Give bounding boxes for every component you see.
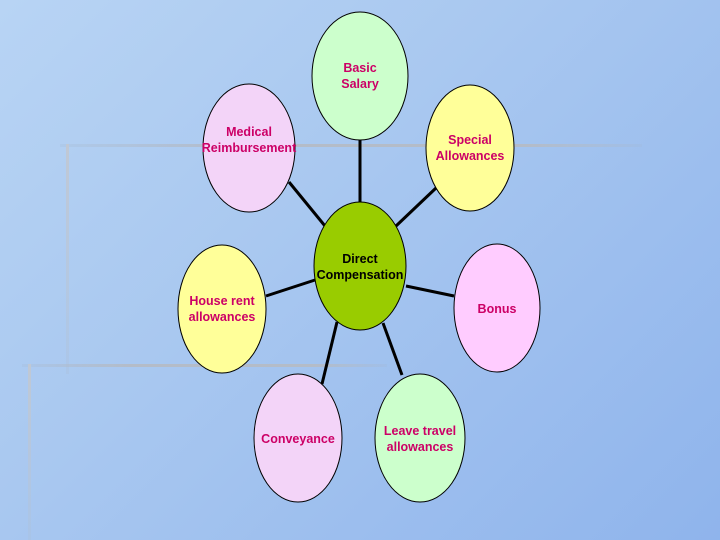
node-medical xyxy=(202,83,296,213)
node-leave-travel xyxy=(374,373,466,503)
node-basic-salary xyxy=(311,11,409,141)
node-label-bonus: Bonus xyxy=(477,302,517,316)
connector-bonus xyxy=(405,284,455,298)
connector-medical xyxy=(287,181,327,227)
node-house-rent xyxy=(177,244,267,374)
node-label-special-allowances: Special Allowances xyxy=(435,133,505,163)
decorative-line-top xyxy=(60,144,642,147)
decorative-line-left-bottom xyxy=(28,364,31,540)
connector-house-rent xyxy=(265,278,316,298)
node-label-medical: Medical Reimbursement xyxy=(201,125,297,155)
node-label-leave-travel: Leave travel allowances xyxy=(383,424,457,454)
node-bonus xyxy=(453,243,541,373)
decorative-line-left-top xyxy=(66,144,69,374)
node-label-conveyance: Conveyance xyxy=(261,432,335,446)
node-label-house-rent: House rent allowances xyxy=(188,294,256,324)
node-conveyance xyxy=(253,373,343,503)
node-center xyxy=(313,201,407,331)
connector-conveyance xyxy=(320,321,339,385)
connector-special-allowances xyxy=(394,186,438,228)
connector-leave-travel xyxy=(381,322,404,376)
node-label-basic-salary: Basic Salary xyxy=(341,61,379,91)
node-special-allowances xyxy=(425,84,515,212)
node-label-center: Direct Compensation xyxy=(316,252,404,282)
